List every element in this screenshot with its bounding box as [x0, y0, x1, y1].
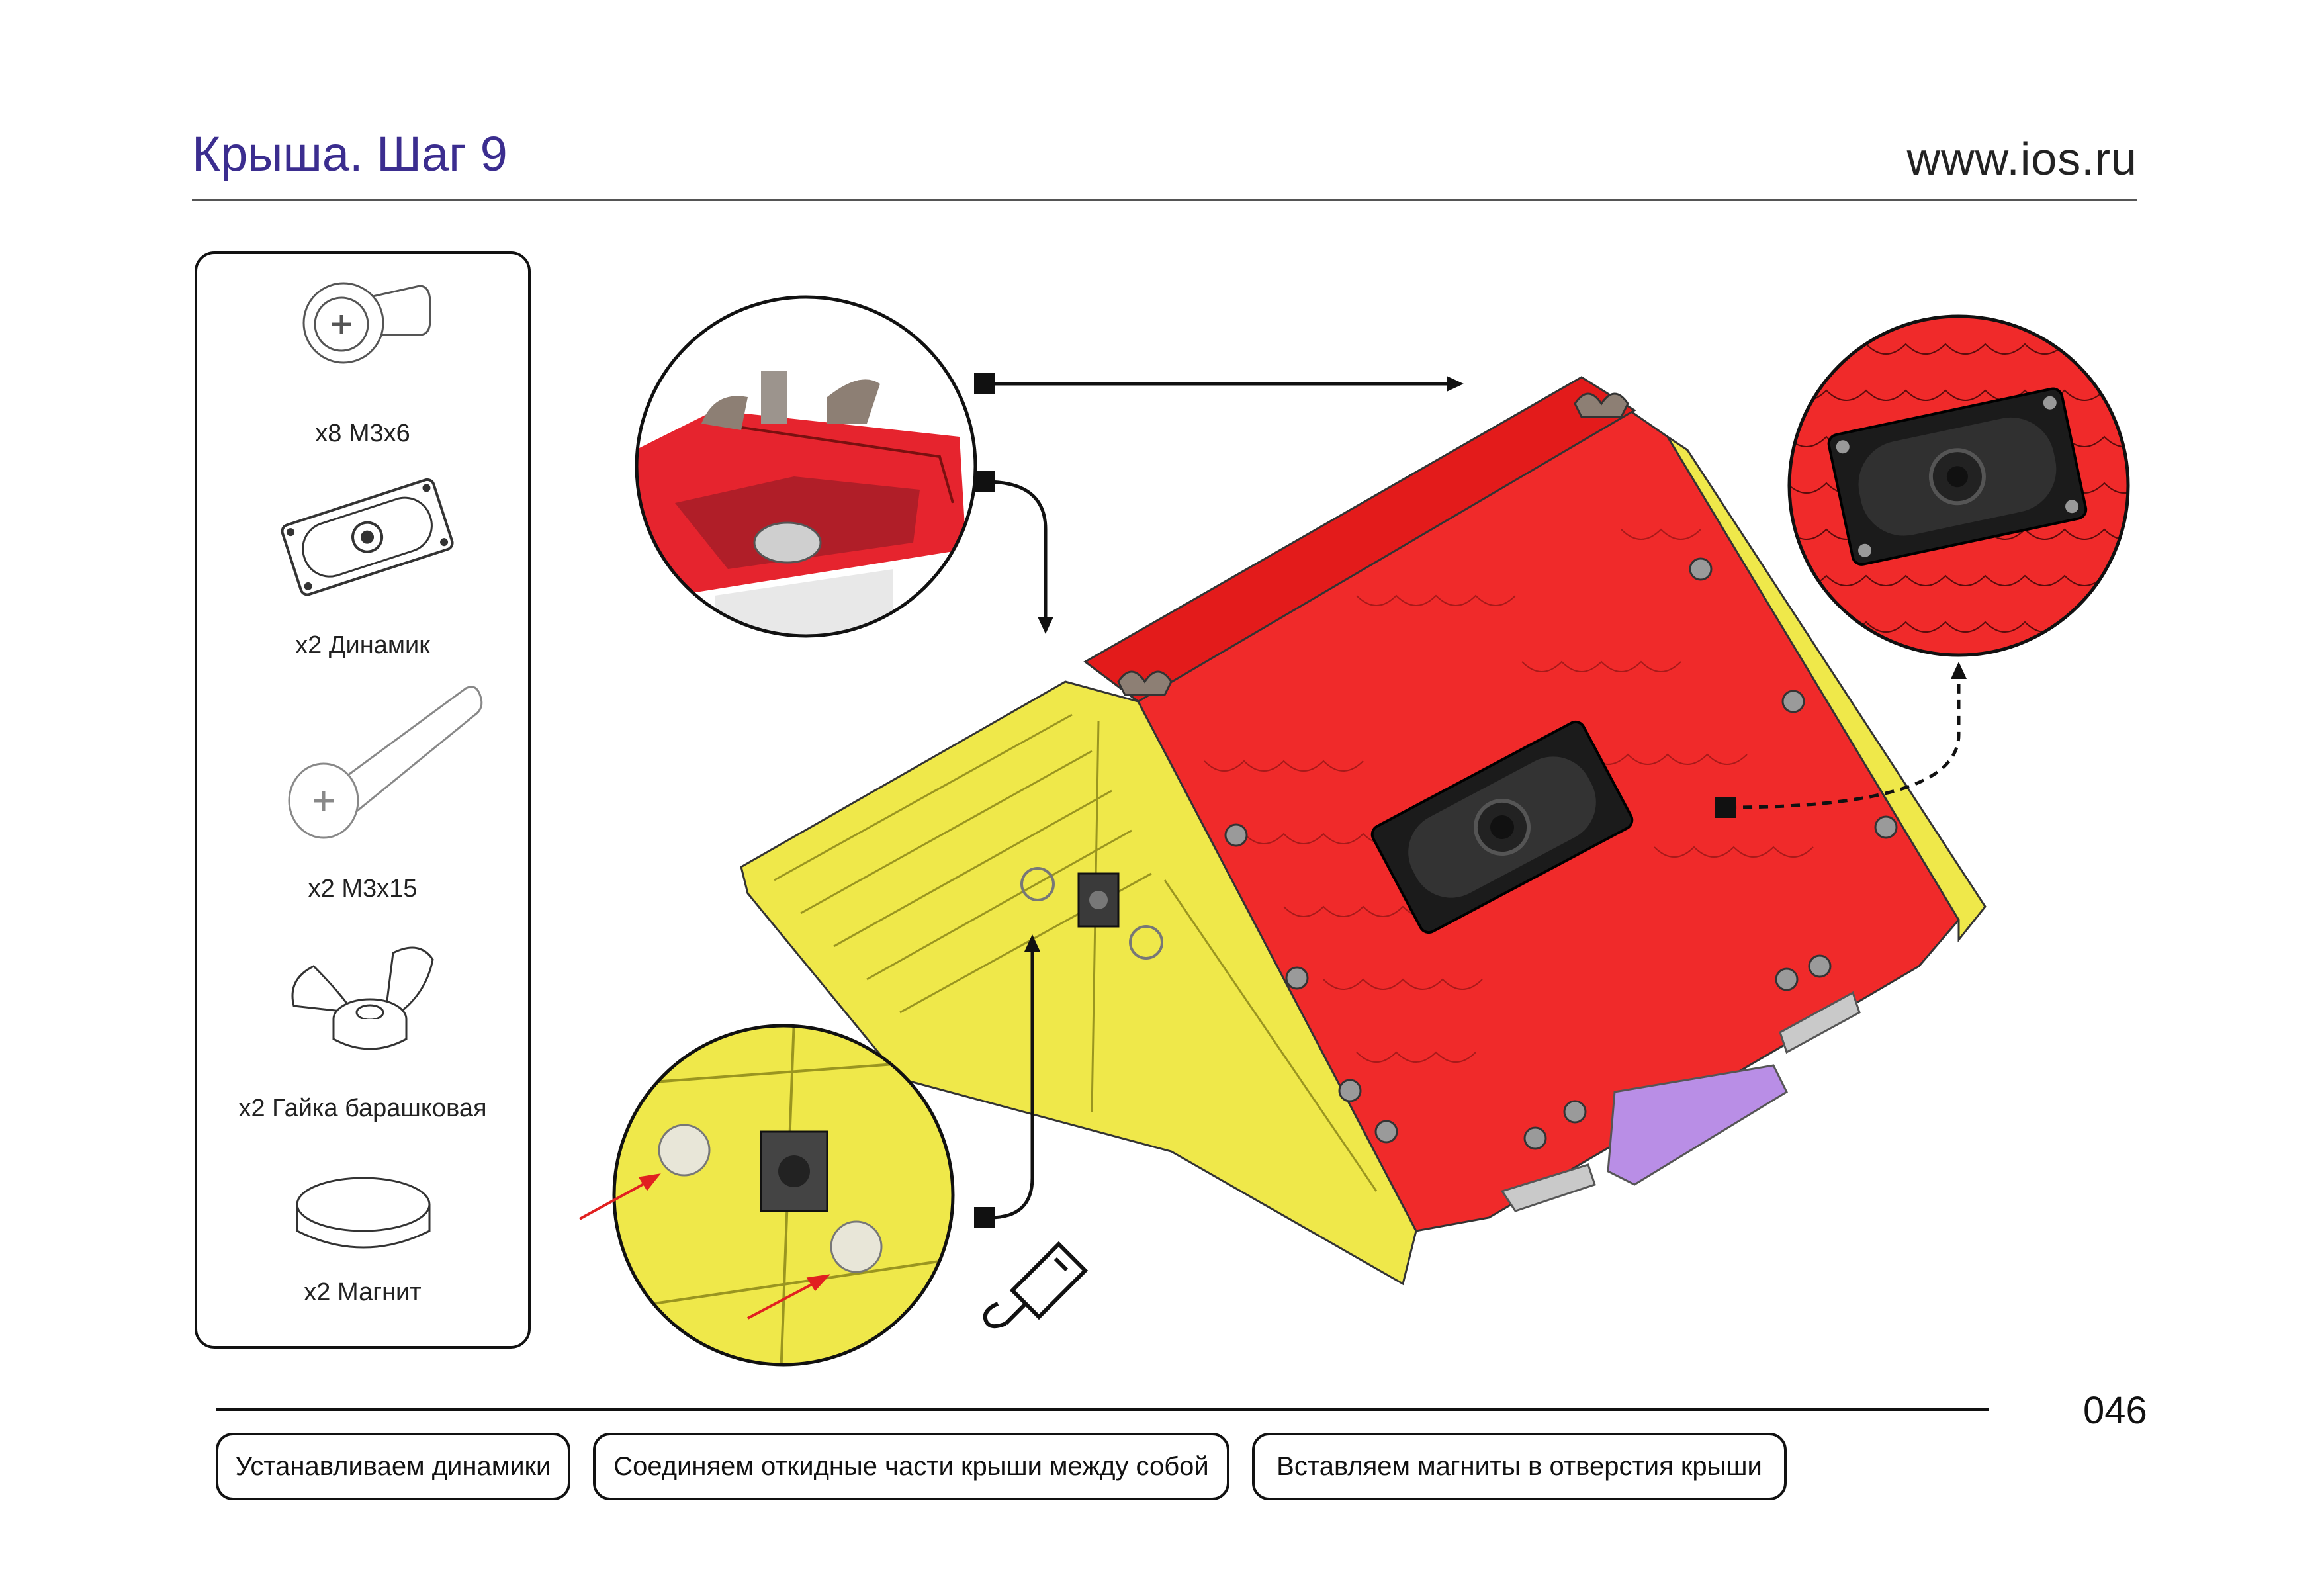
roof-speaker: [1370, 720, 1634, 934]
part-label: x2 Динамик: [295, 631, 430, 659]
step-install-speakers-button[interactable]: Устанавливаем динамики: [216, 1433, 570, 1500]
site-url[interactable]: www.ios.ru: [1906, 133, 2137, 185]
part-label: x8 M3x6: [315, 420, 410, 447]
part-label: x2 Магнит: [304, 1279, 422, 1306]
part-label: x2 M3x15: [308, 875, 418, 903]
screw-m3x6-icon: [302, 282, 431, 364]
wing-nut-icon: [291, 946, 434, 1050]
footer-divider: [216, 1408, 1989, 1411]
step-insert-magnets-button[interactable]: Вставляем магниты в отверстия крыши: [1252, 1433, 1787, 1500]
page-title: Крыша. Шаг 9: [192, 126, 508, 181]
magnet-icon: [296, 1177, 431, 1249]
hinge-part: [1607, 1064, 1788, 1186]
speaker-icon: [281, 478, 454, 596]
parts-panel: x8 M3x6 x2 Динамик x2 M3x15 x2 Гайка: [195, 251, 531, 1349]
step-connect-roof-parts-button[interactable]: Соединяем откидные части крыши между соб…: [593, 1433, 1229, 1500]
yellow-roof-panel: [740, 680, 1417, 1286]
screw-m3x15-icon: [288, 686, 483, 839]
page-number: 046: [2083, 1389, 2147, 1432]
header-divider: [192, 199, 2137, 201]
part-label: x2 Гайка барашковая: [238, 1095, 487, 1122]
